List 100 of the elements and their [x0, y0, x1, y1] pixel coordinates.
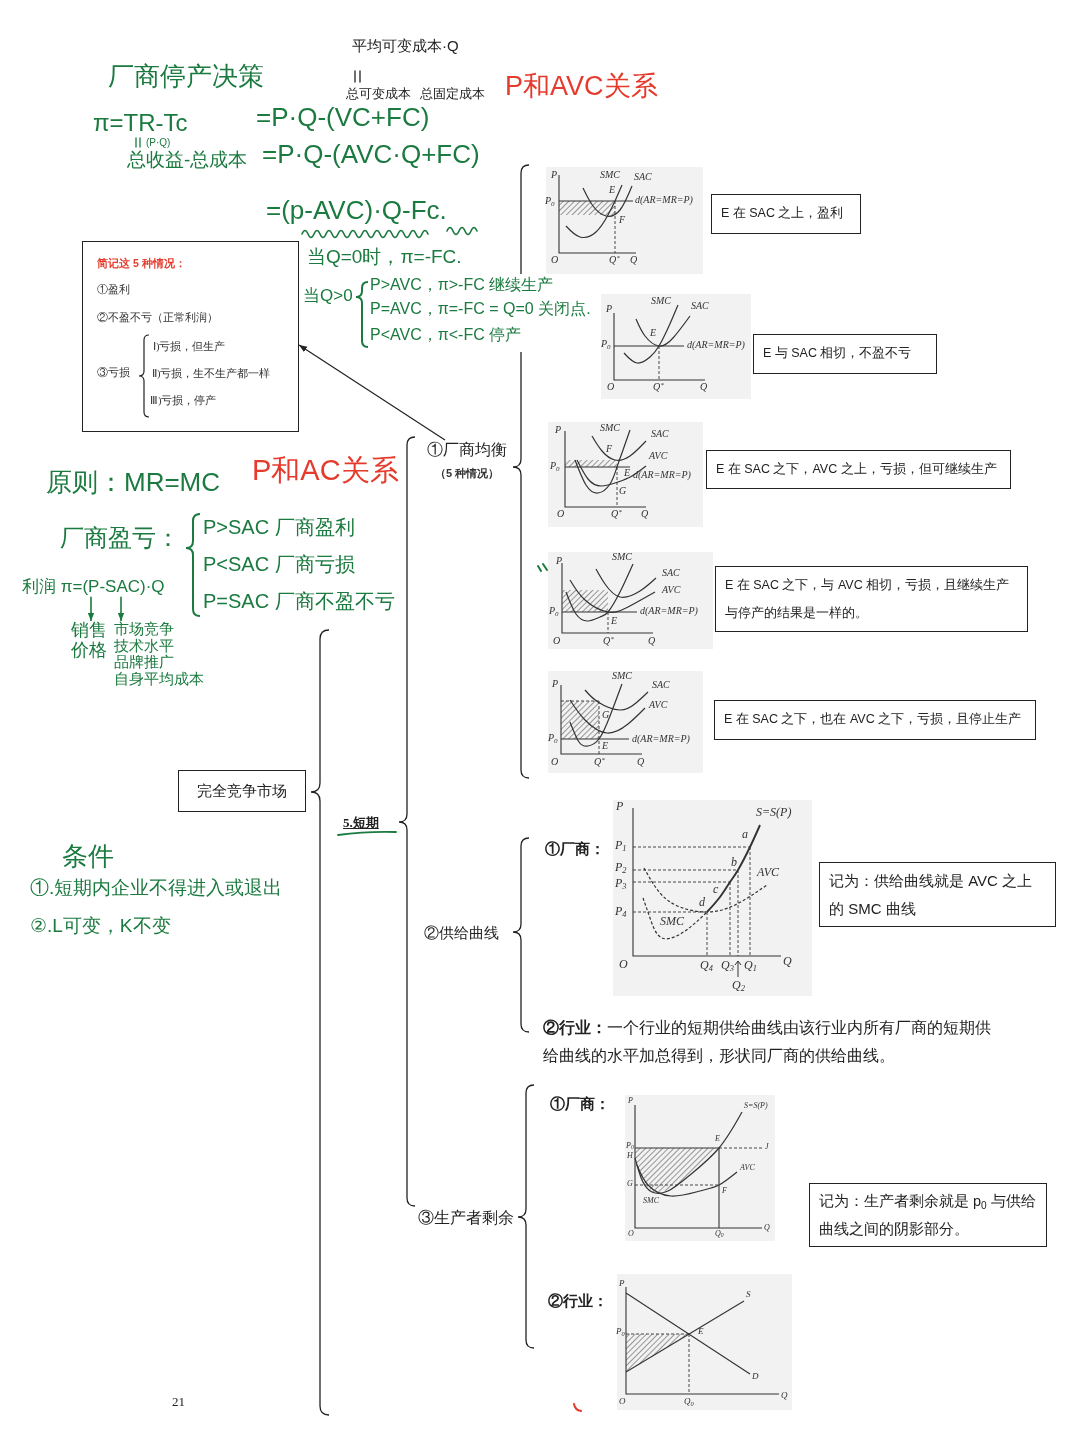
- axis-label: Q: [648, 636, 656, 646]
- axis-label: P: [552, 679, 559, 689]
- point-label: E: [650, 328, 657, 338]
- handwritten-formula: P=AVC，π=-FC = Q=0 关闭点.: [370, 300, 591, 318]
- note-text: 记为：供给曲线就是 AVC 之上的 SMC 曲线: [829, 870, 1034, 919]
- point-label: F: [722, 1187, 727, 1195]
- curve-label: D: [752, 1372, 759, 1381]
- tick-label: Q$^{*}$: [603, 636, 614, 646]
- handwritten-formula: P<AVC，π<-FC 停产: [370, 326, 522, 344]
- curve-label: SMC: [660, 915, 684, 927]
- handwritten-formula: 利润 π=(P-SAC)·Q: [22, 578, 165, 597]
- axis-label: P: [551, 170, 558, 180]
- axis-label: O: [619, 1397, 626, 1406]
- page-number: 21: [172, 1394, 185, 1410]
- tick-label: P$_{2}$: [615, 861, 627, 873]
- handwritten-note: P>SAC 厂商盈利: [203, 516, 355, 538]
- axis-label: P: [619, 1279, 625, 1288]
- handwritten-heading: P和AC关系: [252, 455, 399, 487]
- point-label: H: [627, 1152, 633, 1160]
- list-item: Ⅲ)亏损，停产: [150, 395, 217, 408]
- tick-label: P$_{0}$: [626, 1142, 634, 1150]
- handwritten-note: ①.短期内企业不得进入或退出: [30, 878, 283, 899]
- axis-label: P: [606, 304, 613, 314]
- tick-label: Q$_{2}$: [732, 979, 745, 991]
- tick-label: Q$^{*}$: [653, 382, 664, 392]
- axis-label: Q: [783, 955, 792, 967]
- handwritten-note: P<SAC 厂商亏损: [203, 553, 355, 575]
- note-text: E 在 SAC 之下，与 AVC 相切，亏损，且继续生产与停产的结果是一样的。: [725, 577, 1011, 622]
- tick-label: Q$^{*}$: [611, 509, 622, 519]
- tick-label: Q$^{*}$: [609, 255, 620, 265]
- handwritten-formula: =P·Q-(AVC·Q+FC): [262, 140, 480, 169]
- curve-label: SMC: [600, 170, 620, 180]
- note-box: [753, 334, 937, 374]
- handwritten-note: P=SAC 厂商不盈不亏: [203, 590, 395, 612]
- list-item: Ⅱ)亏损，生不生产都一样: [152, 368, 271, 381]
- tick-label: P$_{0}$: [616, 1327, 625, 1336]
- note-text: E 与 SAC 相切，不盈不亏: [763, 346, 912, 362]
- tick-label: P$_{1}$: [615, 839, 627, 851]
- curve-label: SAC: [652, 680, 670, 690]
- point-label: a: [742, 828, 748, 840]
- curve-label: SAC: [634, 172, 652, 182]
- axis-label: P: [628, 1097, 633, 1105]
- curve-label: SMC: [612, 552, 632, 562]
- tick-label: Q$_{3}$: [721, 959, 734, 971]
- curve-label: AVC: [649, 700, 668, 710]
- curve-label: S: [746, 1290, 751, 1299]
- handwritten-note: 销售价格: [71, 621, 109, 661]
- axis-label: Q: [641, 509, 649, 519]
- tick-label: Q$_{4}$: [700, 959, 713, 971]
- curve-label: SMC: [651, 296, 671, 306]
- branch-label: ①厂商均衡: [426, 440, 508, 460]
- handwritten-note: (P·Q): [146, 137, 171, 148]
- branch-note: （5 种情况）: [433, 466, 501, 482]
- branch-label: 5.短期: [343, 815, 379, 831]
- curve-label: SMC: [643, 1197, 659, 1205]
- point-label: E: [602, 741, 609, 751]
- branch-label: ②供给曲线: [424, 924, 499, 942]
- branch-label: ①厂商：: [550, 1095, 610, 1113]
- axis-label: Q: [764, 1224, 770, 1232]
- point-label: F: [619, 215, 626, 225]
- axis-label: Q: [700, 382, 708, 392]
- handwritten-note: 品牌推广: [114, 654, 175, 671]
- handwritten-formula: 总收益-总成本: [127, 150, 248, 171]
- axis-label: P: [556, 556, 563, 566]
- axis-label: O: [551, 255, 559, 265]
- note-text: 记为：生产者剩余就是 p$_{0}$ 与供给曲线之间的阴影部分。: [819, 1192, 1037, 1239]
- curve-label: d(AR=MR=P): [633, 470, 691, 480]
- tick-label: P$_{0}$: [550, 461, 560, 471]
- tick-label: Q$_{1}$: [744, 959, 757, 971]
- point-label: G: [602, 710, 610, 720]
- note-box: [819, 862, 1056, 927]
- card-heading: 简记这 5 种情况：: [97, 257, 186, 270]
- axis-label: P: [616, 800, 624, 812]
- list-item: Ⅰ)亏损，但生产: [153, 341, 226, 354]
- curve-label: d(AR=MR=P): [632, 734, 690, 744]
- point-label: E: [698, 1327, 704, 1336]
- axis-label: Q: [637, 757, 645, 767]
- list-item: ①盈利: [97, 284, 130, 297]
- handwritten-note: 厂商盈亏：: [60, 525, 180, 552]
- tick-label: P$_{4}$: [615, 905, 627, 917]
- point-label: d: [699, 896, 705, 908]
- point-label: E: [715, 1135, 720, 1143]
- arrow: [298, 344, 446, 441]
- arrow: [117, 595, 125, 622]
- handwritten-note: 自身平均成本: [114, 670, 204, 687]
- tick-label: P$_{0}$: [601, 339, 611, 349]
- note-card: [82, 241, 299, 432]
- handwritten-formula: =P·Q-(VC+FC): [256, 103, 430, 132]
- note-box: [809, 1183, 1047, 1247]
- tick-label: P$_{0}$: [549, 606, 559, 616]
- tick-label: P$_{0}$: [548, 733, 558, 743]
- point-label: b: [731, 856, 737, 868]
- note-box: [711, 194, 861, 234]
- handwritten-note: ②.L可变，K不变: [30, 916, 171, 937]
- note-text: E 在 SAC 之下，也在 AVC 之下，亏损，且停止生产: [724, 712, 1022, 728]
- paragraph: ②行业：一个行业的短期供给曲线由该行业内所有厂商的短期供给曲线的水平加总得到，形状同厂商的供给曲线。: [543, 1018, 992, 1066]
- handwritten-note: 总固定成本: [420, 87, 485, 102]
- point-label: G: [619, 486, 627, 496]
- curve-label: SMC: [600, 423, 620, 433]
- handwritten-heading: 原则：MR=MC: [46, 468, 221, 497]
